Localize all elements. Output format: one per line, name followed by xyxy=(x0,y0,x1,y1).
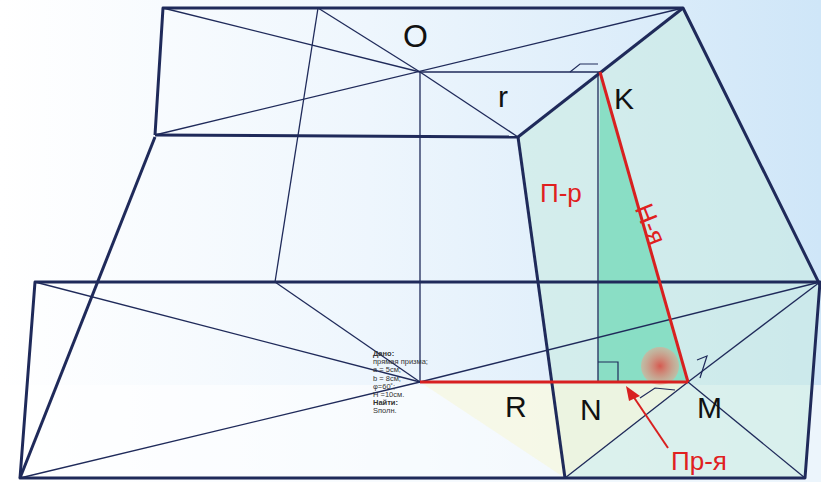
segment-label: r xyxy=(498,82,508,112)
given-note: Sполн. xyxy=(373,407,397,415)
point-label: O xyxy=(403,20,428,52)
point-label: N xyxy=(580,395,602,425)
given-note: a = 5см; xyxy=(373,366,401,374)
right-triangle xyxy=(598,72,688,382)
given-note: прямая призма; xyxy=(373,358,428,366)
leader-arrow xyxy=(626,386,668,448)
given-note: φ=60˚; xyxy=(373,383,395,391)
red-lines xyxy=(420,72,688,382)
point-label: K xyxy=(614,84,634,114)
given-note: Дано: xyxy=(373,350,394,358)
given-note: H =10см. xyxy=(373,391,404,399)
term-label: П-р xyxy=(540,180,582,206)
given-note: b = 8см; xyxy=(373,375,401,383)
angle-mark xyxy=(641,347,679,385)
term-label: Пр-я xyxy=(671,448,727,474)
thick-edges xyxy=(20,8,820,478)
point-label: R xyxy=(505,392,527,422)
given-note: Найти: xyxy=(373,399,398,407)
right-angle-marks xyxy=(570,64,707,398)
thin-edges xyxy=(20,8,820,478)
point-label: M xyxy=(697,393,722,423)
